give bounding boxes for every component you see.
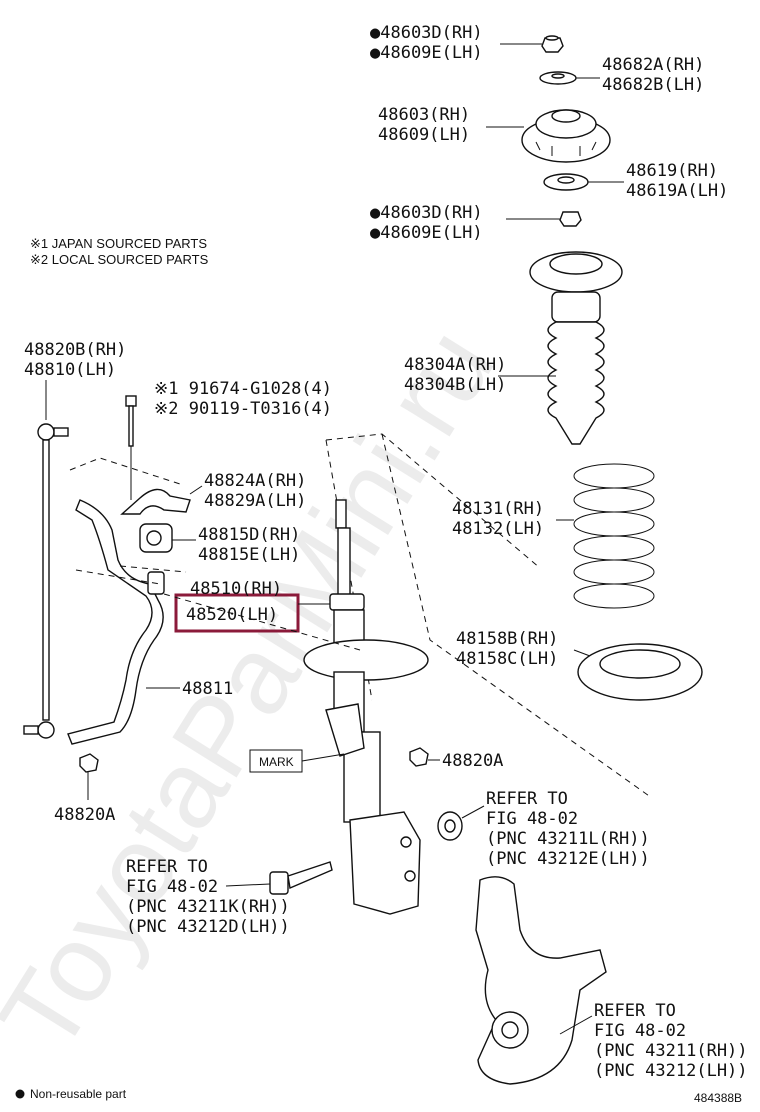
label-spring-rh: 48131(RH) — [452, 499, 544, 519]
label-nut-top-1-lh: ●48609E(LH) — [370, 43, 483, 63]
label-ref-knuckle-1: REFER TO — [594, 1001, 676, 1021]
lower-seat-icon[interactable] — [577, 643, 703, 701]
label-link-rh: 48820B(RH) — [24, 340, 126, 360]
watermark: ToyotaParMini.ru — [0, 308, 518, 1073]
label-ref-knuckle-2: FIG 48-02 — [594, 1021, 686, 1041]
label-bearing-rh: 48682A(RH) — [602, 55, 704, 75]
label-ref-nut-4: (PNC 43212E(LH)) — [486, 849, 650, 869]
label-nut-top-2-lh: ●48609E(LH) — [370, 223, 483, 243]
label-bearing-lh: 48682B(LH) — [602, 75, 704, 95]
strut-assembly-icon[interactable] — [303, 499, 429, 915]
note-non-reusable: Non-reusable part — [30, 1087, 127, 1101]
second-nut-icon[interactable] — [559, 211, 582, 227]
label-ref-nut-1: REFER TO — [486, 789, 568, 809]
reference-bolt-icon[interactable] — [269, 861, 333, 895]
stabilizer-bushing-icon[interactable] — [139, 523, 173, 553]
bearing-icon[interactable] — [539, 71, 577, 85]
steering-knuckle-icon[interactable] — [475, 876, 607, 1085]
label-nut-top-2-rh: ●48603D(RH) — [370, 203, 483, 223]
label-bushing-lh: 48815E(LH) — [198, 545, 300, 565]
label-bumper-rh: 48304A(RH) — [404, 355, 506, 375]
label-ref-knuckle-3: (PNC 43211(RH)) — [594, 1041, 748, 1061]
label-support-lh: 48609(LH) — [378, 125, 470, 145]
support-mount-icon[interactable] — [521, 109, 611, 163]
bump-stopper-boot-icon[interactable] — [529, 251, 623, 445]
reference-nut-icon[interactable] — [437, 811, 463, 841]
label-ref-knuckle-4: (PNC 43212(LH)) — [594, 1061, 748, 1081]
figure-id: 484388B — [694, 1091, 742, 1105]
label-nut-top-1-rh: ●48603D(RH) — [370, 23, 483, 43]
label-strut-rh: 48510(RH) — [190, 579, 282, 599]
label-bracket-rh: 48824A(RH) — [204, 471, 306, 491]
label-link-lh: 48810(LH) — [24, 360, 116, 380]
label-seat-upper-lh: 48619A(LH) — [626, 181, 728, 201]
upper-seat-icon[interactable] — [543, 173, 589, 191]
label-ref-nut-3: (PNC 43211L(RH)) — [486, 829, 650, 849]
label-ref-bolt-1: REFER TO — [126, 857, 208, 877]
stabilizer-bracket-icon[interactable] — [120, 488, 191, 515]
label-mark: MARK — [259, 755, 294, 769]
label-stab-bar: 48811 — [182, 679, 233, 699]
label-nut-right: 48820A — [442, 751, 503, 771]
label-seat-lower-rh: 48158B(RH) — [456, 629, 558, 649]
coil-spring-icon[interactable] — [573, 463, 655, 609]
label-seat-lower-lh: 48158C(LH) — [456, 649, 558, 669]
label-ref-nut-2: FIG 48-02 — [486, 809, 578, 829]
label-bolt-2: ※2 90119-T0316(4) — [154, 399, 332, 419]
label-seat-upper-rh: 48619(RH) — [626, 161, 718, 181]
note-japan-sourced: ※1 JAPAN SOURCED PARTS — [30, 236, 207, 251]
label-spring-lh: 48132(LH) — [452, 519, 544, 539]
highlight-frame — [174, 593, 300, 633]
label-bolt-1: ※1 91674-G1028(4) — [154, 379, 332, 399]
label-support-rh: 48603(RH) — [378, 105, 470, 125]
label-nut-left: 48820A — [54, 805, 115, 825]
left-link-nut-icon[interactable] — [79, 753, 99, 773]
label-ref-bolt-2: FIG 48-02 — [126, 877, 218, 897]
label-bracket-lh: 48829A(LH) — [204, 491, 306, 511]
top-nut-icon[interactable] — [541, 35, 564, 53]
stabilizer-bar-icon[interactable] — [67, 499, 165, 745]
stabilizer-link-icon[interactable] — [23, 423, 69, 739]
note-local-sourced: ※2 LOCAL SOURCED PARTS — [30, 252, 209, 267]
bracket-bolt-icon[interactable] — [125, 395, 137, 447]
label-bushing-rh: 48815D(RH) — [198, 525, 300, 545]
label-strut-lh[interactable]: 48520(LH) — [186, 605, 278, 625]
stab-link-nut-icon[interactable] — [409, 747, 429, 767]
label-ref-bolt-4: (PNC 43212D(LH)) — [126, 917, 290, 937]
non-reusable-dot-icon — [15, 1089, 25, 1099]
label-bumper-lh: 48304B(LH) — [404, 375, 506, 395]
label-ref-bolt-3: (PNC 43211K(RH)) — [126, 897, 290, 917]
